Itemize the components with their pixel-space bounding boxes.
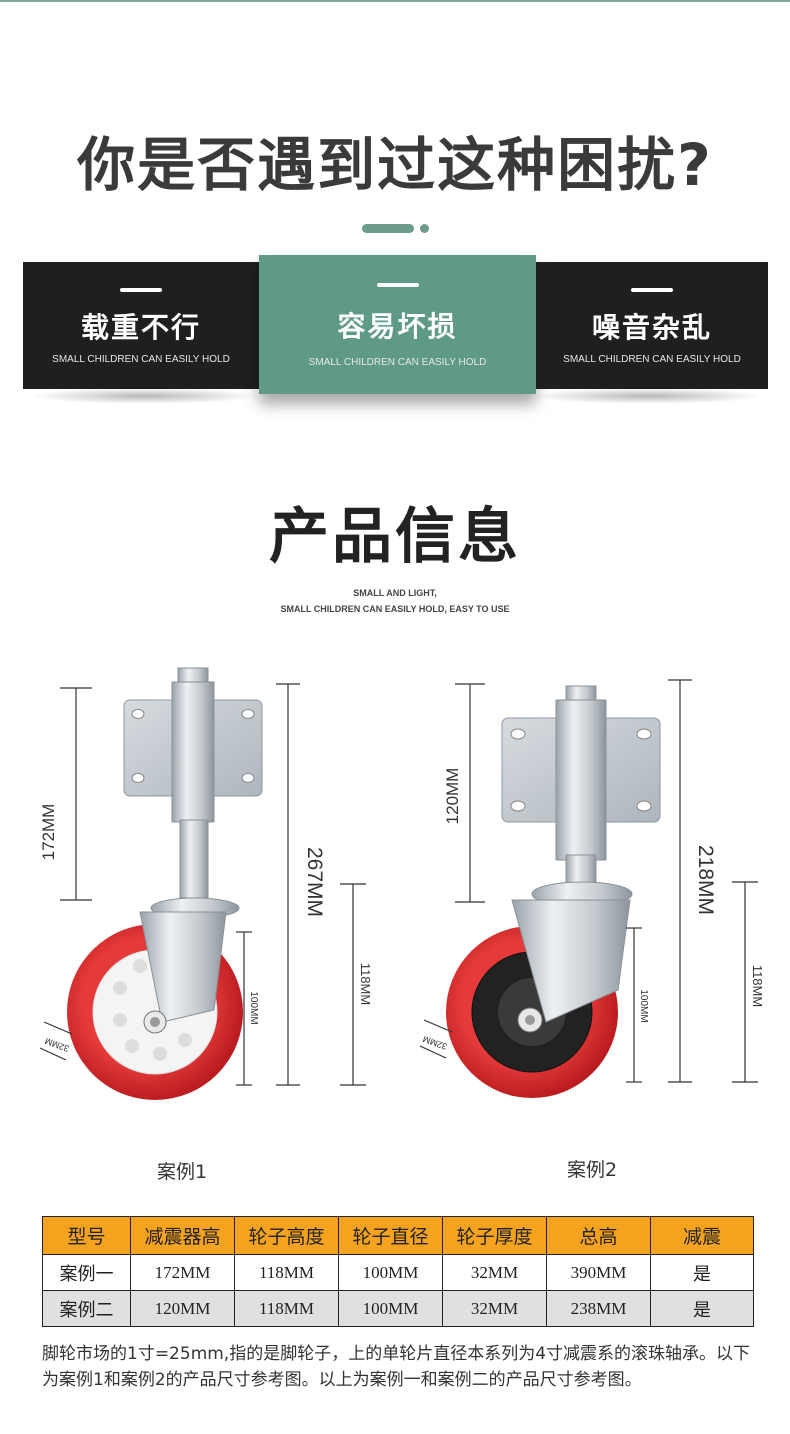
section-subtitle-line2: SMALL CHILDREN CAN EASILY HOLD, EASY TO … [280,604,510,614]
fork-bracket [139,911,227,1023]
table-cell: 172MM [130,1254,235,1291]
shock-tube [171,681,215,823]
product-dimension-diagram: 172MM 267MM 118MM 100MM 32MM 120MM 218MM… [39,667,765,1100]
card-shadow [530,388,765,404]
case2-diameter-dim: 100MM [638,989,649,1022]
card-bar [631,288,673,292]
card-title: 噪音杂乱 [591,311,712,344]
column-header: 减震 [650,1216,754,1255]
column-header: 型号 [42,1216,131,1255]
card-bar [376,283,419,287]
table-cell: 案例一 [42,1254,131,1291]
table-cell: 238MM [546,1290,651,1327]
case2-label: 案例2 [567,1159,618,1181]
column-header: 轮子直径 [338,1216,443,1255]
card-title: 载重不行 [80,311,201,344]
headline: 你是否遇到过这种困扰? [77,131,713,199]
column-header: 轮子厚度 [442,1216,547,1255]
table-cell: 118MM [234,1254,339,1291]
fork-bracket [511,899,631,1023]
card-bar [120,288,162,292]
table-cell: 120MM [130,1290,235,1327]
spec-table: 型号 减震器高 轮子高度 轮子直径 轮子厚度 总高 减震 案例一 172MM 1… [42,1216,754,1327]
case1-label: 案例1 [157,1161,208,1183]
case2-total-dim: 218MM [694,845,717,915]
card-shadow [30,388,260,404]
decor-dot [420,224,429,233]
shock-tube [555,699,607,861]
table-cell: 100MM [338,1254,443,1291]
card-title: 容易坏损 [337,310,458,343]
caster-1 [67,667,263,1100]
description-note: 脚轮市场的1寸=25mm,指的是脚轮子，上的单轮片直径本系列为4寸减震系的滚珠轴… [42,1344,751,1390]
case1-diameter-dim: 100MM [248,991,259,1024]
card-load: 载重不行 SMALL CHILDREN CAN EASILY HOLD [23,262,259,389]
column-header: 减震器高 [130,1216,235,1255]
table-cell: 32MM [442,1254,547,1291]
caster-2 [446,685,661,1098]
column-header: 总高 [546,1216,651,1255]
card-damage: 容易坏损 SMALL CHILDREN CAN EASILY HOLD [259,255,536,394]
column-header: 轮子高度 [234,1216,339,1255]
table-header-row: 型号 减震器高 轮子高度 轮子直径 轮子厚度 总高 减震 [42,1216,754,1255]
case1-upper-dim: 172MM [39,804,58,861]
table-cell: 390MM [546,1254,651,1291]
table-row: 案例二 120MM 118MM 100MM 32MM 238MM 是 [42,1290,754,1327]
table-row: 案例一 172MM 118MM 100MM 32MM 390MM 是 [42,1254,754,1291]
table-cell: 案例二 [42,1290,131,1327]
card-subtitle: SMALL CHILDREN CAN EASILY HOLD [563,354,741,365]
decor-dash [362,224,414,233]
top-divider-line [0,0,790,2]
card-subtitle: SMALL CHILDREN CAN EASILY HOLD [308,357,487,368]
case2-upper-dim: 120MM [443,768,462,825]
case1-total-dim: 267MM [303,847,326,917]
card-noise: 噪音杂乱 SMALL CHILDREN CAN EASILY HOLD [536,262,768,389]
table-cell: 118MM [234,1290,339,1327]
table-cell: 是 [650,1290,754,1327]
table-cell: 是 [650,1254,754,1291]
case1-height-dim: 118MM [358,963,373,1005]
card-subtitle: SMALL CHILDREN CAN EASILY HOLD [52,354,230,365]
table-cell: 100MM [338,1290,443,1327]
section-subtitle-line1: SMALL AND LIGHT, [353,588,437,598]
case2-height-dim: 118MM [750,965,765,1007]
section-title: 产品信息 [269,502,521,572]
table-cell: 32MM [442,1290,547,1327]
